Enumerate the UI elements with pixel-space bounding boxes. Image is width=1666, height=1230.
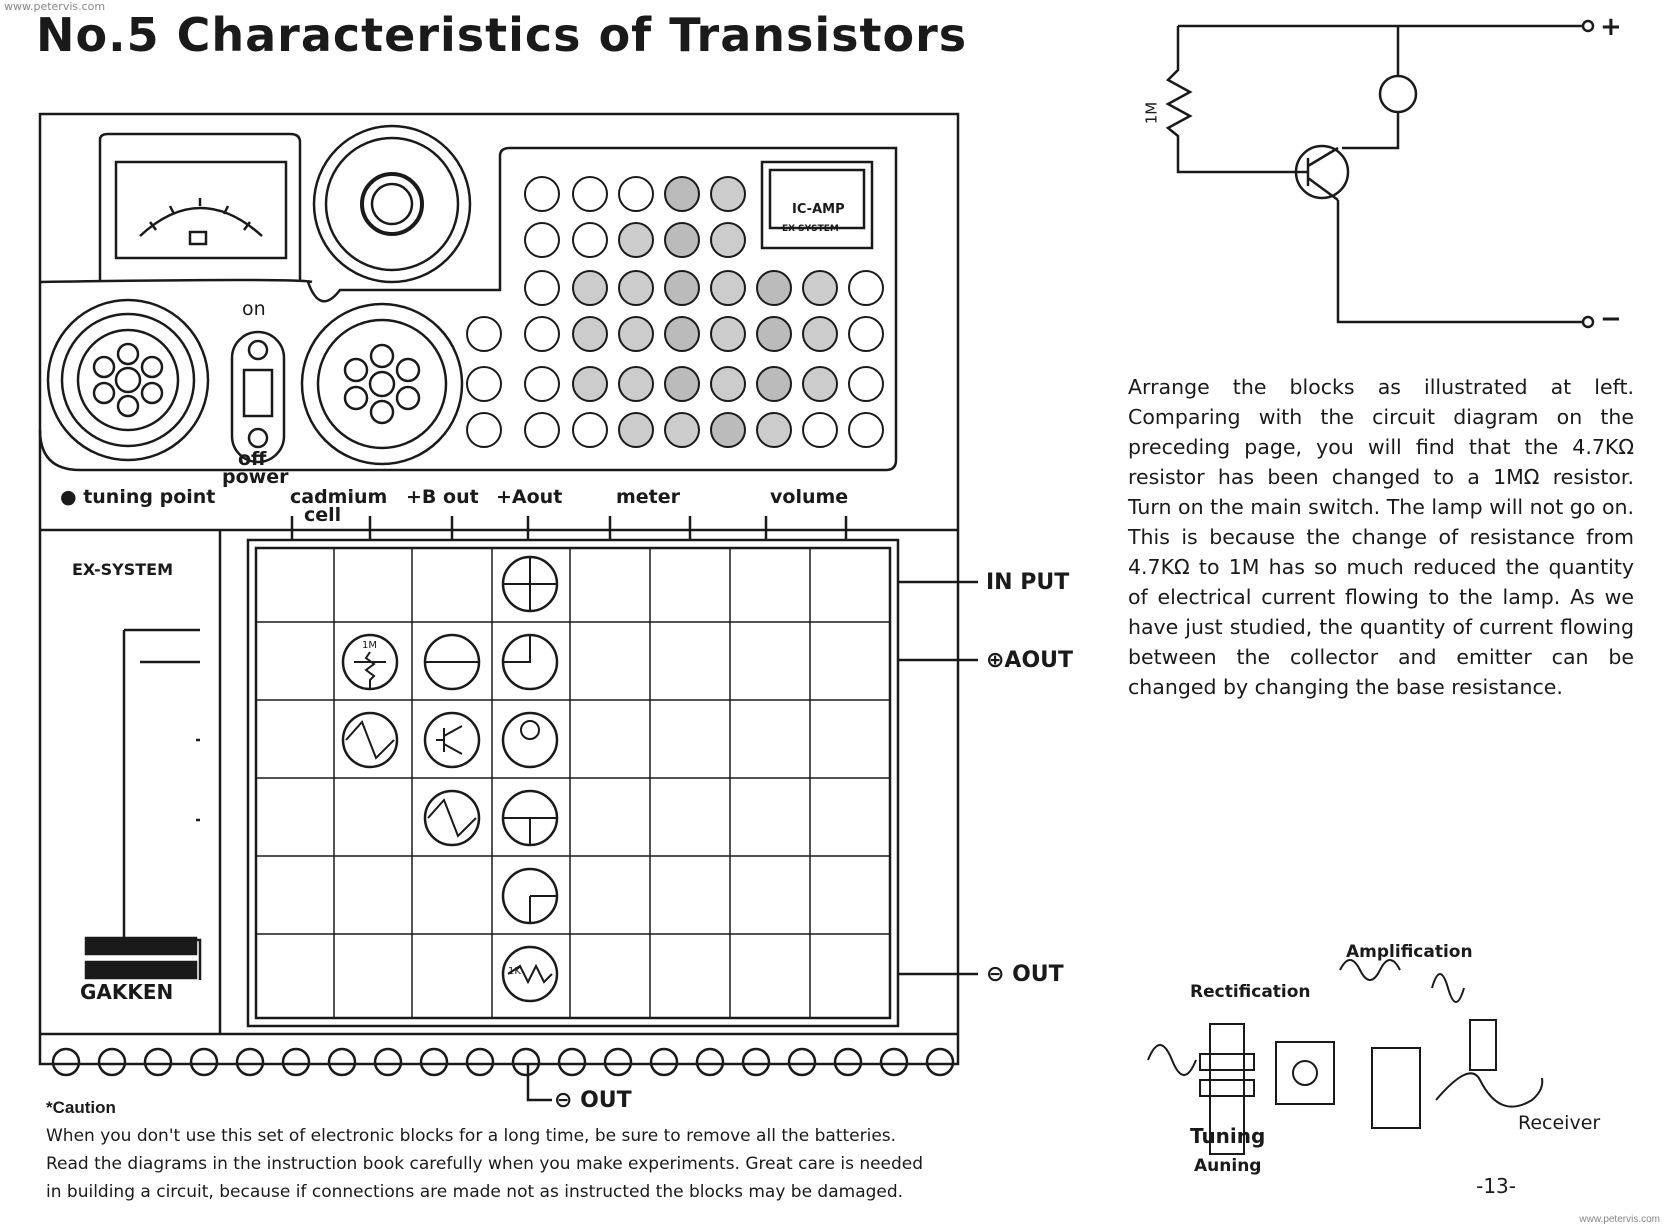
instruction-paragraph: Arrange the blocks as illustrated at lef…	[1128, 375, 1634, 699]
caution-line: in building a circuit, because if connec…	[46, 1182, 904, 1202]
switch-on-label: on	[242, 298, 266, 320]
switch-off-label: off	[238, 448, 267, 470]
power-switch	[230, 330, 286, 464]
amplification-label: Amplification	[1346, 942, 1473, 962]
block-transistor	[423, 711, 481, 769]
block-board	[246, 538, 900, 1028]
page-title: No.5 Characteristics of Transistors	[36, 8, 968, 62]
schematic-plus: +	[1600, 12, 1622, 42]
tuning-knob	[46, 298, 210, 462]
receiver-label: Receiver	[1518, 1112, 1601, 1134]
ex-system-label: EX-SYSTEM	[72, 560, 173, 579]
terminal-a-out: +Aout	[496, 486, 563, 508]
terminal-cell: cell	[304, 504, 342, 526]
schematic-resistor-label: 1M	[1142, 101, 1161, 125]
page-number: -13-	[1476, 1174, 1516, 1198]
tuning-point-label: ● tuning point	[60, 486, 216, 508]
tuning-point-text: tuning point	[83, 486, 216, 508]
watermark-bottom: www.petervis.com	[1579, 1214, 1660, 1225]
switch-power-label: power	[222, 466, 289, 488]
volume-knob	[300, 302, 464, 466]
resistor-1k-label: 1K	[508, 966, 521, 977]
terminal-meter: meter	[616, 486, 681, 508]
circuit-schematic	[1165, 19, 1595, 329]
signal-illustration	[1147, 959, 1544, 1155]
aout-port-label: ⊕AOUT	[986, 648, 1074, 673]
auning-label: Auning	[1194, 1156, 1262, 1176]
watermark: www.petervis.com	[4, 0, 106, 13]
panel-outline	[38, 112, 960, 1066]
caution-line: When you don't use this set of electroni…	[46, 1126, 897, 1146]
out-port-label: ⊖ OUT	[986, 962, 1064, 987]
tuning-label: Tuning	[1190, 1124, 1266, 1148]
terminal-volume: volume	[770, 486, 849, 508]
caution-line: Read the diagrams in the instruction boo…	[46, 1154, 924, 1174]
resistor-1m-label: 1M	[362, 640, 377, 651]
schematic-minus: −	[1600, 304, 1622, 334]
terminal-b-out: +B out	[406, 486, 479, 508]
terminal-cadmium: cadmium	[290, 486, 388, 508]
gakken-label: GAKKEN	[80, 980, 174, 1004]
block-resistor-1k	[501, 945, 559, 1003]
input-port-label: IN PUT	[986, 570, 1070, 595]
bottom-out-port-label: ⊖ OUT	[554, 1088, 632, 1113]
ic-amp-subtitle: EX-SYSTEM	[782, 224, 839, 234]
ic-amp-label: IC-AMP	[792, 202, 845, 217]
speaker	[312, 124, 472, 284]
caution-title: *Caution	[46, 1098, 116, 1117]
meter-face	[114, 160, 288, 260]
ic-amp-block	[760, 160, 874, 250]
rectification-label: Rectification	[1190, 982, 1311, 1002]
